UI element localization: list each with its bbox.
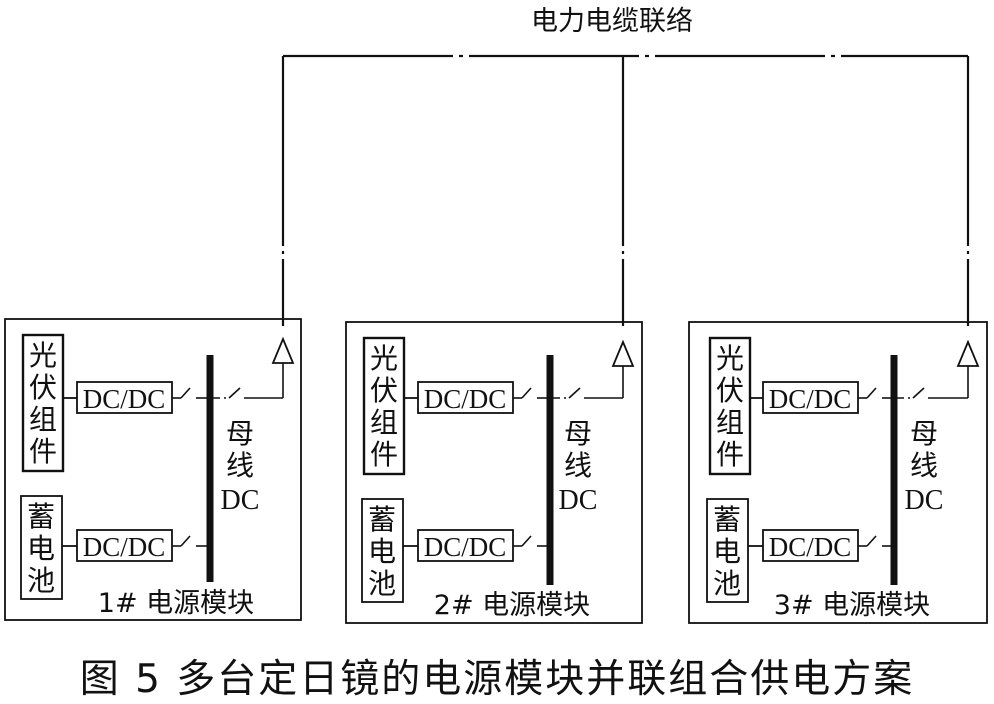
bus-label-char: 线 [226,449,254,482]
module-2 [345,321,643,624]
bus-label-char: 母 [226,417,254,450]
module-label: 3# 电源模块 [774,590,930,621]
dcdc-battery-label: DC/DC [769,532,852,562]
module-frame [4,318,302,621]
bus-label-char: 线 [910,449,938,482]
module-frame [345,321,643,624]
battery-box [361,498,404,603]
dcdc-pv-label: DC/DC [83,384,166,414]
battery-label-char: 池 [368,567,396,600]
bus-label-char: 母 [564,417,592,450]
battery-label-char: 蓄 [368,503,396,536]
output-connector [271,336,295,364]
pv-label-char: 光 [370,342,398,375]
battery-box [706,498,749,603]
battery-label-char: 蓄 [27,500,55,533]
pv-box [708,336,752,476]
pv-label-char: 组 [716,406,744,439]
battery-label-char: 池 [27,564,55,597]
battery-label-char: 电 [27,532,55,565]
pv-label-char: 伏 [716,374,744,407]
interconnect-cable [281,54,970,326]
bus-label-dc: DC [905,485,944,516]
pv-label-char: 组 [29,403,57,436]
bus-label-dc: DC [221,485,260,516]
module-3 [688,321,988,624]
pv-label-char: 件 [716,438,744,471]
pv-label-char: 件 [370,438,398,471]
pv-label-char: 组 [370,406,398,439]
bus-label-dc: DC [559,485,598,516]
dcdc-pv-label: DC/DC [424,384,507,414]
figure-caption: 图 5 多台定日镜的电源模块并联组合供电方案 [79,657,915,702]
battery-box [20,495,63,600]
module-frame [688,321,988,624]
bus-label-char: 线 [564,449,592,482]
pv-label-char: 件 [29,435,57,468]
dcdc-battery-label: DC/DC [424,532,507,562]
pv-box [21,333,65,473]
module-label: 1# 电源模块 [98,588,254,619]
output-connector [956,339,980,367]
module-3-text: 光 伏 组 件 蓄 电 池 DC/DC DC/DC 母 线 DC 3# 电源模块 [713,342,943,621]
module-1 [4,318,302,621]
output-connector [611,339,635,367]
pv-box [362,336,406,476]
battery-label-char: 池 [713,567,741,600]
pv-label-char: 伏 [370,374,398,407]
battery-label-char: 蓄 [713,503,741,536]
module-1-text: 光 伏 组 件 蓄 电 池 DC/DC DC/DC 母 线 DC 1# 电源模块 [27,339,259,619]
bus-label-char: 母 [910,417,938,450]
battery-label-char: 电 [368,535,396,568]
pv-label-char: 光 [716,342,744,375]
pv-label-char: 光 [29,339,57,372]
dcdc-battery-label: DC/DC [83,532,166,562]
module-2-text: 光 伏 组 件 蓄 电 池 DC/DC DC/DC 母 线 DC 2# 电源模块 [368,342,597,621]
battery-label-char: 电 [713,535,741,568]
module-label: 2# 电源模块 [434,590,590,621]
pv-label-char: 伏 [29,371,57,404]
cable-label: 电力电缆联络 [531,6,693,37]
dcdc-pv-label: DC/DC [769,384,852,414]
